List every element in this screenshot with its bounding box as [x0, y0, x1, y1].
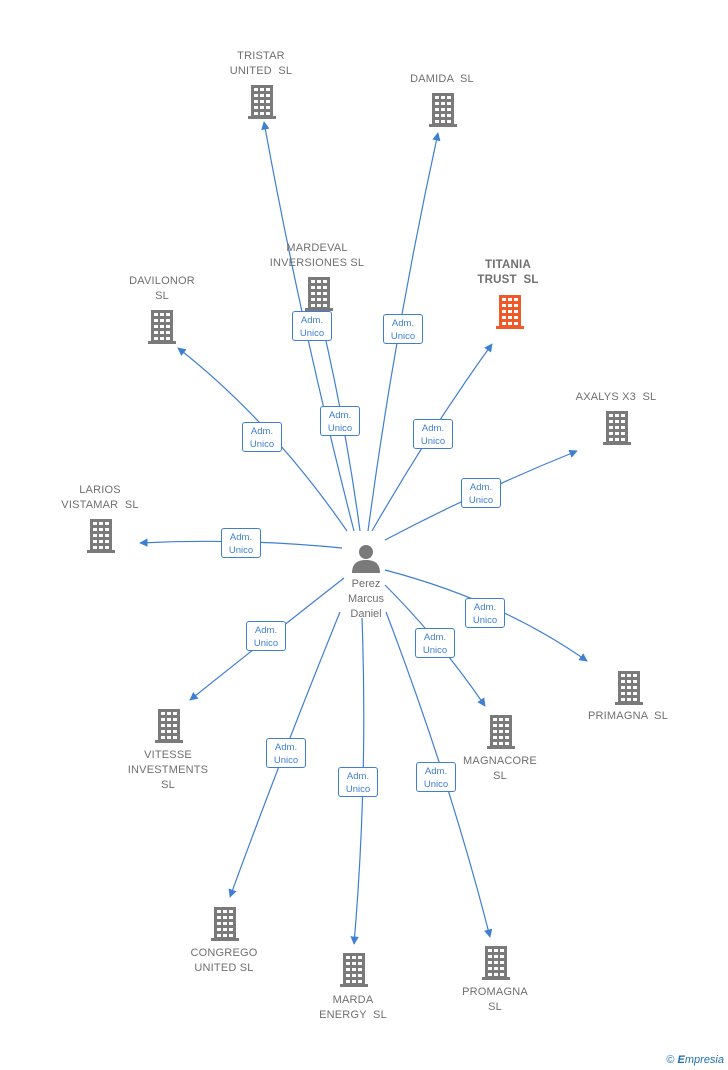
building-icon — [155, 709, 183, 748]
edge-role-line2: Unico — [299, 328, 325, 339]
edge-role-line1: Adm. — [254, 625, 278, 636]
edge-role-line1: Adm. — [473, 602, 497, 613]
building-icon — [87, 519, 115, 558]
edge-role-line2: Unico — [423, 779, 449, 790]
edge-label-davilonor[interactable]: Adm. Unico — [242, 422, 282, 452]
edge-role-line2: Unico — [249, 439, 275, 450]
building-icon — [148, 310, 176, 349]
building-icon — [496, 295, 524, 334]
edge-role-line2: Unico — [345, 784, 371, 795]
building-icon — [603, 411, 631, 450]
brand-rest: mpresia — [684, 1054, 724, 1066]
edge-role-line2: Unico — [420, 436, 446, 447]
company-name: CONGREGO UNITED SL — [190, 947, 258, 974]
company-name: VITESSE INVESTMENTS SL — [127, 749, 209, 791]
person-name: Perez Marcus Daniel — [347, 578, 385, 620]
edge-label-promagna[interactable]: Adm. Unico — [416, 762, 456, 792]
edge-role-line2: Unico — [472, 615, 498, 626]
edge-label-vitesse[interactable]: Adm. Unico — [246, 621, 286, 651]
edge-label-damida[interactable]: Adm. Unico — [383, 314, 423, 344]
edge-role-line2: Unico — [468, 495, 494, 506]
company-name: MARDA ENERGY SL — [319, 994, 387, 1021]
edge-label-marda[interactable]: Adm. Unico — [338, 767, 378, 797]
building-icon — [615, 671, 643, 710]
edge-label-mardeval[interactable]: Adm. Unico — [320, 406, 360, 436]
edge-role-line1: Adm. — [328, 410, 352, 421]
company-name: DAVILONOR SL — [129, 275, 195, 302]
company-name: MARDEVAL INVERSIONES SL — [269, 242, 365, 269]
edge-role-line2: Unico — [390, 331, 416, 342]
edge-label-magnacore[interactable]: Adm. Unico — [415, 628, 455, 658]
person-node[interactable] — [350, 542, 382, 574]
company-name: PROMAGNA SL — [462, 986, 528, 1013]
footer-brand: ©Empresia — [666, 1054, 724, 1066]
edge-role-line2: Unico — [273, 755, 299, 766]
company-name: TITANIA TRUST SL — [477, 259, 539, 286]
edge-role-line1: Adm. — [391, 318, 415, 329]
building-icon — [482, 946, 510, 985]
company-name: MAGNACORE SL — [463, 755, 537, 782]
edge-role-line2: Unico — [422, 645, 448, 656]
edge-label-congrego[interactable]: Adm. Unico — [266, 738, 306, 768]
edge-label-axalys[interactable]: Adm. Unico — [461, 478, 501, 508]
company-name: TRISTAR UNITED SL — [229, 50, 293, 77]
edge-role-line1: Adm. — [421, 423, 445, 434]
building-icon — [340, 953, 368, 992]
company-name: AXALYS X3 SL — [575, 391, 657, 403]
edge-role-line1: Adm. — [346, 771, 370, 782]
edge-role-line1: Adm. — [274, 742, 298, 753]
edge-label-titania[interactable]: Adm. Unico — [413, 419, 453, 449]
edge-role-line1: Adm. — [250, 426, 274, 437]
edge-role-line1: Adm. — [469, 482, 493, 493]
building-icon — [305, 277, 333, 316]
copyright-icon: © — [666, 1054, 675, 1066]
edge-role-line2: Unico — [327, 423, 353, 434]
person-icon — [352, 545, 380, 573]
edge-label-primagna[interactable]: Adm. Unico — [465, 598, 505, 628]
edge-role-line1: Adm. — [300, 315, 324, 326]
building-icon — [429, 93, 457, 132]
company-name: LARIOS VISTAMAR SL — [61, 484, 139, 511]
building-icon — [487, 715, 515, 754]
edge-label-tristar[interactable]: Adm. Unico — [292, 311, 332, 341]
edge-label-larios[interactable]: Adm. Unico — [221, 528, 261, 558]
edge-role-line2: Unico — [228, 545, 254, 556]
edge-role-line2: Unico — [253, 638, 279, 649]
edge-role-line1: Adm. — [423, 632, 447, 643]
building-icon — [211, 907, 239, 946]
edge-role-line1: Adm. — [229, 532, 253, 543]
edge-role-line1: Adm. — [424, 766, 448, 777]
company-name: DAMIDA SL — [410, 73, 474, 85]
company-name: PRIMAGNA SL — [587, 710, 669, 722]
brand-initial: E — [677, 1054, 685, 1066]
building-icon — [248, 85, 276, 124]
